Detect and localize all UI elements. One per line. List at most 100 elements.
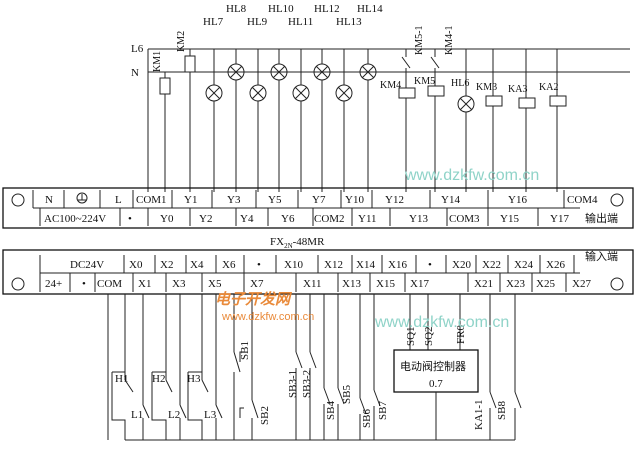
svg-text:Y6: Y6 — [281, 213, 295, 225]
svg-text:Y1: Y1 — [184, 194, 197, 206]
sb1-label: SB1 — [239, 341, 251, 360]
watermark-bottom: www.dzkfw.com.cn — [374, 314, 509, 331]
ka1-sb8-contacts — [489, 294, 522, 440]
sb5-label: SB5 — [341, 385, 353, 404]
sq1-label: SQ1 — [405, 326, 417, 346]
output-row2: AC100~224V • Y0 Y2 Y4 Y6 COM2 Y11 Y13 CO… — [39, 208, 569, 226]
h1-label: H1 — [115, 373, 128, 385]
svg-text:•: • — [82, 278, 86, 290]
output-row1: N L COM1 Y1 Y3 Y5 Y7 Y10 Y12 Y14 Y16 COM… — [32, 190, 598, 208]
km1-label: KM1 — [152, 51, 163, 72]
svg-text:COM3: COM3 — [449, 213, 480, 225]
svg-text:X3: X3 — [172, 278, 186, 290]
svg-text:X10: X10 — [284, 259, 303, 271]
limit-switch-h2-l2 — [151, 294, 187, 440]
km1-coil — [159, 77, 171, 95]
km4-label: KM4 — [380, 80, 401, 91]
svg-text:X4: X4 — [190, 259, 204, 271]
ka2-label: KA2 — [539, 82, 558, 93]
km4-coil — [398, 87, 416, 99]
valve-controller-value: 0.7 — [429, 378, 443, 390]
ka2-coil-group — [549, 49, 567, 192]
svg-text:Y11: Y11 — [358, 213, 377, 225]
mount-hole-bl — [11, 277, 25, 291]
hl14-lamp — [359, 49, 377, 192]
ka1-1-label: KA1-1 — [473, 399, 485, 430]
hl13-label: HL13 — [336, 16, 362, 28]
svg-text:Y2: Y2 — [199, 213, 212, 225]
limit-switch-h3-l3 — [187, 294, 223, 440]
svg-text:X25: X25 — [536, 278, 555, 290]
svg-text:X0: X0 — [129, 259, 143, 271]
km4-branch — [398, 49, 416, 192]
svg-text:Y7: Y7 — [312, 194, 326, 206]
hl12-lamp — [313, 49, 331, 192]
svg-text:X24: X24 — [514, 259, 533, 271]
sb2-label: SB2 — [259, 406, 271, 425]
l2-label: L2 — [168, 409, 180, 421]
svg-text:Y0: Y0 — [160, 213, 174, 225]
watermark-top: www.dzkfw.com.cn — [404, 167, 539, 184]
svg-text:X2: X2 — [160, 259, 173, 271]
km2-coil — [184, 55, 196, 73]
watermark-chinese: 电子开发网 — [215, 290, 293, 308]
input-row1: DC24V X0 X2 X4 X6 • X10 X12 X14 X16 • X2… — [39, 255, 575, 273]
svg-text:DC24V: DC24V — [70, 259, 104, 271]
km3-label: KM3 — [476, 82, 497, 93]
ground-icon — [76, 192, 88, 204]
sb5-sb7-buttons — [337, 294, 381, 440]
svg-text:24+: 24+ — [45, 278, 62, 290]
svg-text:X26: X26 — [546, 259, 565, 271]
output-terminal-block — [2, 187, 634, 229]
ka3-label: KA3 — [508, 84, 527, 95]
svg-text:Y12: Y12 — [385, 194, 404, 206]
hl13-lamp — [335, 49, 353, 192]
svg-text:•: • — [428, 259, 432, 271]
sb6-label: SB6 — [361, 409, 373, 428]
svg-text:Y17: Y17 — [550, 213, 569, 225]
sb1-sb2-buttons — [233, 294, 259, 440]
svg-text:Y13: Y13 — [409, 213, 428, 225]
svg-text:X7: X7 — [250, 278, 264, 290]
km2-label: KM2 — [176, 31, 187, 52]
hl11-label: HL11 — [288, 16, 313, 28]
svg-text:X1: X1 — [138, 278, 151, 290]
mount-hole-tr — [610, 193, 624, 207]
svg-text:X22: X22 — [482, 259, 501, 271]
h3-label: H3 — [187, 373, 201, 385]
sensor-lines — [409, 294, 461, 350]
svg-text:X20: X20 — [452, 259, 471, 271]
hl9-lamp — [249, 49, 267, 192]
km4-1-label: KM4-1 — [444, 26, 455, 55]
sb7-label: SB7 — [377, 401, 389, 420]
km5-label: KM5 — [414, 76, 435, 87]
svg-text:X16: X16 — [388, 259, 407, 271]
sb4-label: SB4 — [325, 401, 337, 420]
h2-label: H2 — [152, 373, 165, 385]
ka3-coil-group — [518, 49, 536, 192]
watermark-small: www.dzkfw.com.cn — [221, 311, 314, 323]
svg-text:Y15: Y15 — [500, 213, 519, 225]
mount-hole-br — [610, 277, 624, 291]
svg-text:COM2: COM2 — [314, 213, 345, 225]
hl7-lamp — [205, 49, 223, 192]
limit-switch-h1-l1 — [111, 294, 150, 440]
km5-branch — [427, 49, 445, 192]
sq2-label: SQ2 — [423, 326, 435, 346]
svg-text:COM: COM — [97, 278, 122, 290]
l1-label: L1 — [131, 409, 143, 421]
km5-1-label: KM5-1 — [414, 26, 425, 55]
svg-text:L: L — [115, 194, 122, 206]
svg-text:X11: X11 — [303, 278, 322, 290]
hl10-lamp — [270, 49, 288, 192]
mount-hole-tl — [11, 193, 25, 207]
hl12-label: HL12 — [314, 3, 340, 15]
svg-text:X13: X13 — [342, 278, 361, 290]
plc-model: FX2N-48MR — [270, 236, 325, 250]
hl6-label: HL6 — [451, 78, 469, 89]
svg-text:X23: X23 — [506, 278, 525, 290]
sb3-2-label: SB3-2 — [301, 370, 313, 398]
sb3-sb4-buttons — [295, 294, 331, 440]
km5-coil — [427, 85, 445, 97]
